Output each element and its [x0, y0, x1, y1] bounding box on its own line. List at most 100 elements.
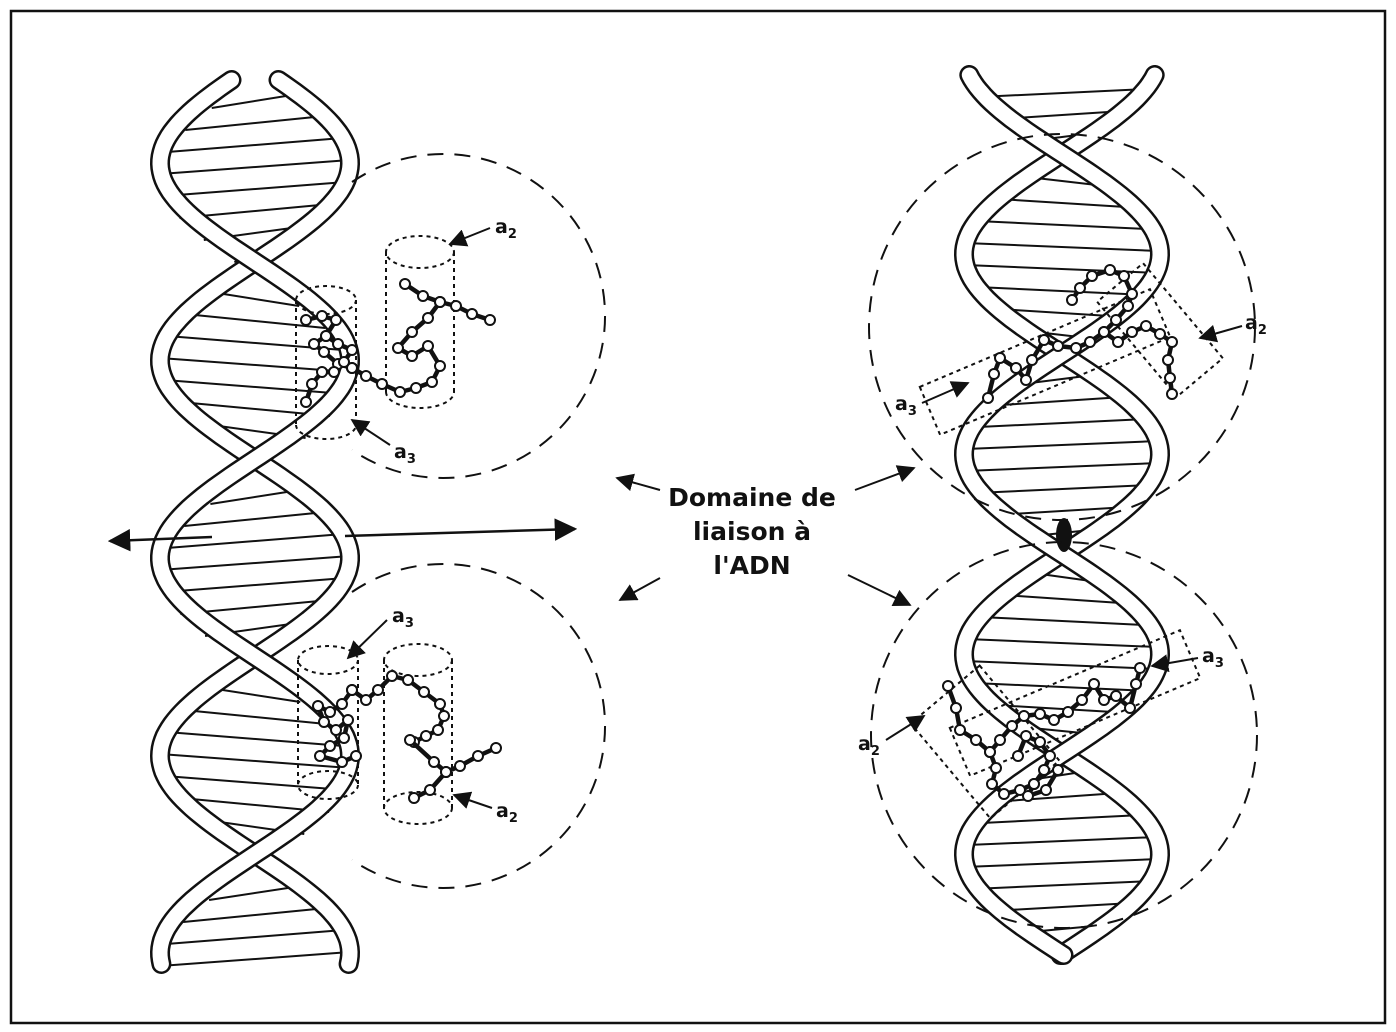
atom [1052, 764, 1064, 776]
right-dna-base-pair [978, 418, 1146, 428]
atom [1122, 300, 1134, 312]
atom [422, 312, 434, 324]
atom [1110, 314, 1122, 326]
atom [994, 734, 1006, 746]
right-dna-base-pair [972, 880, 1152, 890]
pointer-domain-left-bottom [618, 577, 661, 601]
atom [472, 750, 484, 762]
right-dna-base-pair [966, 638, 1158, 648]
atom [466, 308, 478, 320]
atom [338, 356, 350, 368]
pointer-a3-top-left [350, 419, 391, 446]
atom [1124, 702, 1136, 714]
atom [484, 314, 496, 326]
right-dna-base-pair [965, 242, 1159, 252]
atom [422, 340, 434, 352]
pointer-a2-top-left [448, 227, 491, 247]
atom [1166, 336, 1178, 348]
pointer-domain-right-top [854, 465, 916, 491]
right-dna-base-pair [976, 220, 1148, 230]
atom [1112, 336, 1124, 348]
atom [314, 750, 326, 762]
domain-label-line-1: Domaine de [668, 483, 836, 512]
atom [1126, 288, 1138, 300]
right-dna-base-pair [973, 682, 1151, 692]
left-dna-base-pair [211, 93, 299, 109]
atom [1022, 790, 1034, 802]
atom [450, 300, 462, 312]
atom [336, 698, 348, 710]
atom [320, 330, 332, 342]
right-dna-base-pair [1003, 594, 1121, 604]
label-a2-top-left: a2 [495, 216, 517, 242]
atom [1098, 694, 1110, 706]
left-dna-base-pair [183, 907, 327, 923]
atom [1020, 730, 1032, 742]
right-dna-base-pair [981, 814, 1143, 824]
atom [308, 338, 320, 350]
base-pair-rungs-left [159, 93, 351, 967]
separation-arrow-left [107, 528, 213, 552]
atom [954, 724, 966, 736]
atom [982, 392, 994, 404]
atom [394, 386, 406, 398]
atom [454, 760, 466, 772]
dna-backbone-strands-left [149, 70, 361, 974]
atom [342, 714, 354, 726]
atom [402, 674, 414, 686]
left-dna-base-pair [164, 577, 346, 593]
pointer-a2-top-right [1198, 324, 1243, 343]
atom [434, 698, 446, 710]
domain-outlines [351, 133, 1258, 929]
dyad-axis-symbol [1056, 518, 1072, 552]
atom [360, 694, 372, 706]
atom [1040, 784, 1052, 796]
atom [1154, 328, 1166, 340]
chain-top-left-a3b [300, 310, 342, 342]
chain-bottom-left-a2 [346, 670, 450, 748]
atom [490, 742, 502, 754]
chain-bottom-left-a3 [312, 684, 362, 768]
atom [1028, 778, 1040, 790]
atom [1076, 694, 1088, 706]
atom [410, 382, 422, 394]
left-dna-base-pair [185, 115, 325, 131]
atom [1126, 326, 1138, 338]
dna-backbone-strands-right [953, 65, 1171, 965]
right-dna-base-pair [1000, 396, 1124, 406]
domain-circle-left-top [351, 153, 606, 479]
atom [998, 788, 1010, 800]
right-dna-base-pair [964, 660, 1160, 670]
atom [1074, 282, 1086, 294]
atom [1010, 362, 1022, 374]
atom [386, 670, 398, 682]
pointer-domain-right-bottom [847, 574, 912, 607]
left-dna-base-pair [209, 687, 301, 703]
atom [1038, 764, 1050, 776]
base-pair-rungs-right [964, 88, 1160, 934]
atom [428, 756, 440, 768]
right-dna-base-pair [967, 836, 1157, 846]
pointer-a2-bottom-left [452, 791, 493, 809]
atom [1088, 678, 1100, 690]
atom [986, 778, 998, 790]
atom [1014, 784, 1026, 796]
right-dna-base-pair [998, 198, 1126, 208]
atom [1052, 340, 1064, 352]
left-dna-base-pair [166, 929, 344, 945]
left-dna-base-pair [164, 379, 346, 395]
chain-bottom-right-a2 [942, 680, 1056, 800]
label-a3-bottom-left: a3 [392, 605, 414, 631]
atom [440, 766, 452, 778]
atom [346, 344, 358, 356]
atom [350, 750, 362, 762]
atom [330, 724, 342, 736]
left-dna-base-pair [159, 951, 351, 967]
left-dna-base-pair [166, 533, 344, 549]
atom [1018, 710, 1030, 722]
domain-label-line-2: liaison à [693, 517, 811, 546]
atom [392, 342, 404, 354]
left-dna-strand-1 [149, 70, 361, 974]
atom [434, 296, 446, 308]
